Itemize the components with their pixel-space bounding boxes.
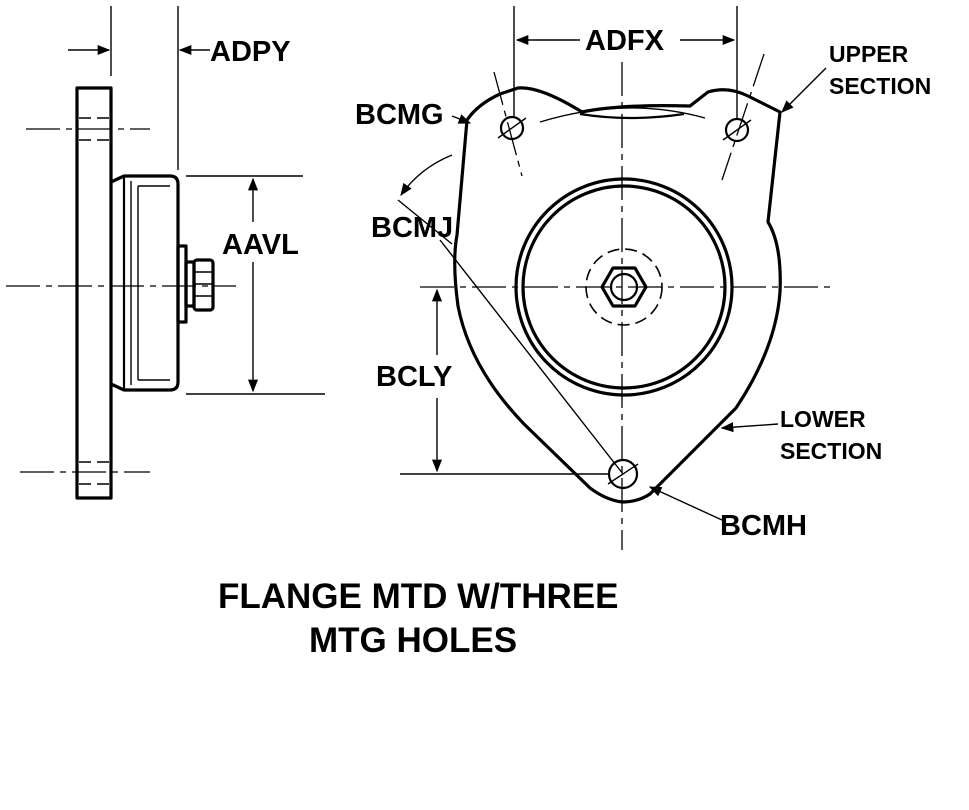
label-upper-line2: SECTION bbox=[829, 73, 931, 99]
label-lower-line1: LOWER bbox=[780, 406, 866, 432]
side-view bbox=[6, 6, 325, 500]
caption-line2: MTG HOLES bbox=[309, 621, 517, 660]
side-housing-body bbox=[110, 174, 180, 392]
label-bcly: BCLY bbox=[376, 361, 452, 393]
label-upper-line1: UPPER bbox=[829, 41, 909, 67]
label-bcmh: BCMH bbox=[720, 510, 807, 542]
side-flange-plate bbox=[75, 86, 113, 500]
label-adfx: ADFX bbox=[585, 25, 665, 57]
label-bcmg: BCMG bbox=[355, 99, 444, 131]
label-bcmj: BCMJ bbox=[371, 212, 453, 244]
hole-upper-right bbox=[724, 117, 750, 143]
side-nut bbox=[192, 258, 215, 312]
front-view bbox=[397, 6, 830, 550]
label-lower-line2: SECTION bbox=[780, 438, 882, 464]
label-aavl: AAVL bbox=[222, 229, 299, 261]
label-adpy: ADPY bbox=[210, 36, 291, 68]
caption-line1: FLANGE MTD W/THREE bbox=[218, 577, 619, 616]
hole-lower bbox=[607, 458, 639, 490]
